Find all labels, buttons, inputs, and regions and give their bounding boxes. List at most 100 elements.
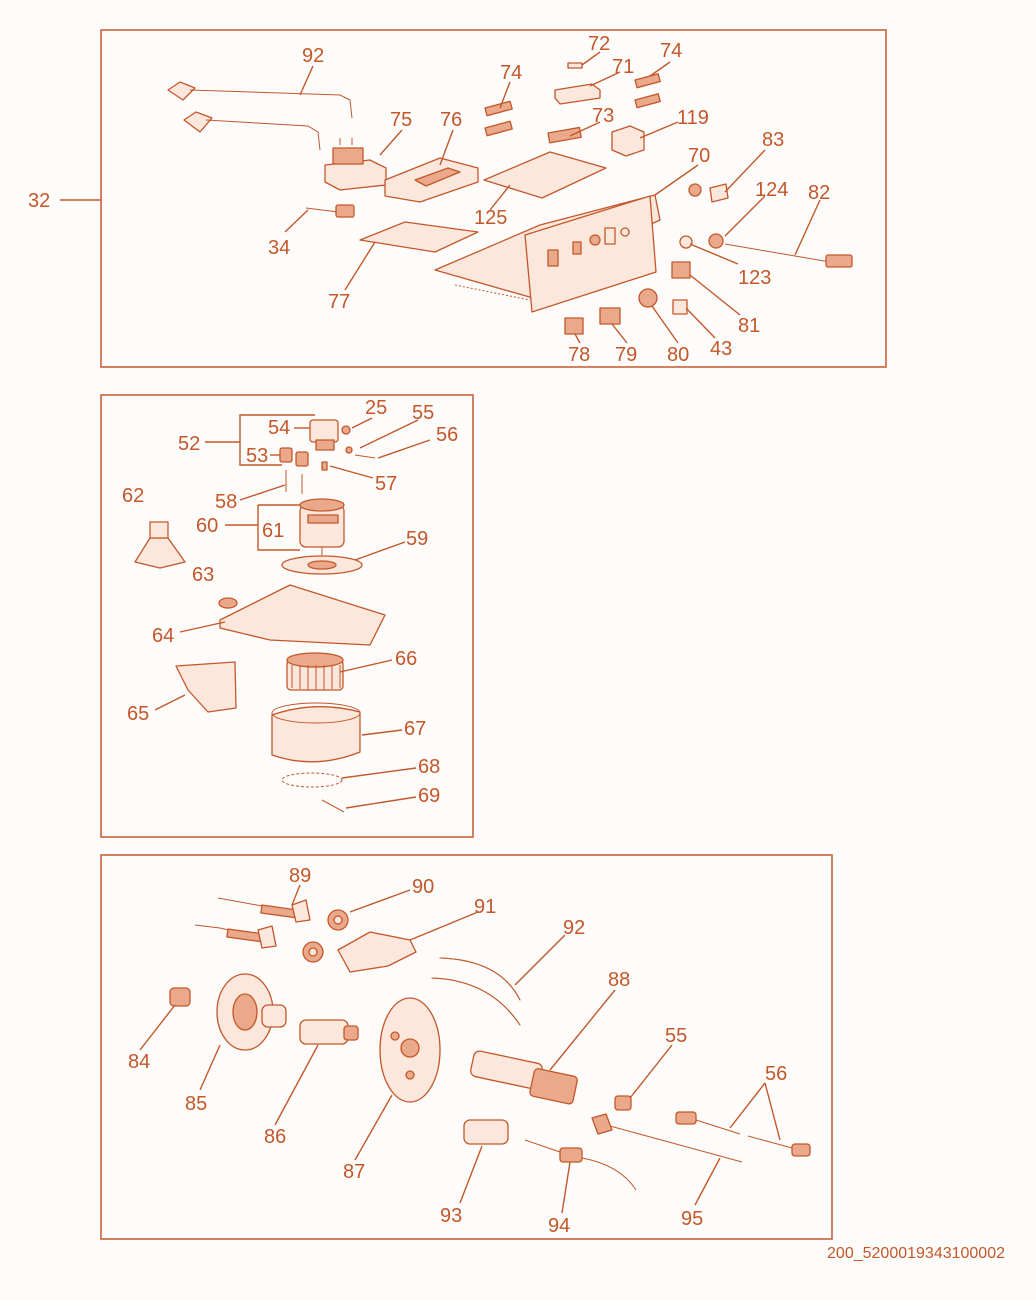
label-92: 92: [302, 45, 324, 67]
label-52: 52: [178, 433, 200, 455]
label-125: 125: [474, 207, 507, 229]
label-55-bottom: 55: [665, 1025, 687, 1047]
label-69: 69: [418, 785, 440, 807]
label-55-mid: 55: [412, 402, 434, 424]
part-deflector-disc: [379, 997, 441, 1103]
label-124: 124: [755, 179, 788, 201]
part-blast-tube: [470, 1050, 578, 1105]
label-88: 88: [608, 969, 630, 991]
label-53: 53: [246, 445, 268, 467]
part-flange: [281, 555, 363, 575]
label-74b: 74: [660, 40, 682, 62]
label-73: 73: [592, 105, 614, 127]
part-control-unit: [384, 157, 479, 203]
part-sensor: [305, 204, 355, 218]
part-air-intake: [134, 521, 186, 569]
part-fan-wheel: [286, 652, 344, 691]
label-68: 68: [418, 756, 440, 778]
label-60: 60: [196, 515, 218, 537]
label-78: 78: [568, 344, 590, 366]
panel-frame-top: [100, 29, 887, 368]
part-mounting-plate: [359, 221, 479, 253]
label-87: 87: [343, 1161, 365, 1183]
leaders-middle: [154, 414, 431, 809]
panel-burner-head: 89 90 91 92 88 84 85 86 87 55 56 93 94 9…: [100, 854, 833, 1240]
part-coupling: [299, 1019, 359, 1045]
part-motor: [299, 498, 345, 562]
label-91: 91: [474, 896, 496, 918]
part-circuit-board: [483, 151, 607, 199]
part-grommets: [302, 909, 349, 963]
label-65: 65: [127, 703, 149, 725]
part-fan-housing: [271, 702, 361, 763]
label-64: 64: [152, 625, 174, 647]
panel-frame-bottom: [100, 854, 833, 1240]
label-25: 25: [365, 397, 387, 419]
label-76: 76: [440, 109, 462, 131]
label-79: 79: [615, 344, 637, 366]
label-95: 95: [681, 1208, 703, 1230]
part-ignition-cables-bottom: [431, 957, 521, 1026]
part-relay: [611, 125, 645, 157]
part-terminal-blocks: [484, 62, 661, 144]
label-59: 59: [406, 528, 428, 550]
label-56-bottom: 56: [765, 1063, 787, 1085]
part-nozzle: [169, 987, 191, 1007]
label-81: 81: [738, 315, 760, 337]
part-grommet: [218, 597, 238, 609]
label-66: 66: [395, 648, 417, 670]
label-80: 80: [667, 344, 689, 366]
label-94: 94: [548, 1215, 570, 1237]
part-pin: [321, 799, 345, 813]
label-54: 54: [268, 417, 290, 439]
label-89: 89: [289, 865, 311, 887]
label-67: 67: [404, 718, 426, 740]
label-119: 119: [677, 107, 709, 129]
leaders-top: [284, 51, 821, 344]
part-spring: [281, 772, 343, 788]
label-63: 63: [192, 564, 214, 586]
part-bracket: [337, 931, 417, 973]
label-90: 90: [412, 876, 434, 898]
label-85: 85: [185, 1093, 207, 1115]
panel-fan-assembly: 25 55 56 54 52 53 57 58 62 60 61 59 63 6…: [100, 394, 474, 838]
labels-top: 92 75 76 74 72 71 74 73 119 70 83 124 82…: [268, 33, 830, 366]
label-93: 93: [440, 1205, 462, 1227]
panel-control-box: 32: [28, 29, 887, 368]
label-84: 84: [128, 1051, 150, 1073]
label-123: 123: [738, 267, 771, 289]
part-solenoid-valve: [279, 419, 376, 494]
leaders-bottom: [139, 884, 781, 1214]
label-83: 83: [762, 129, 784, 151]
label-58: 58: [215, 491, 237, 513]
part-transformer: [324, 138, 387, 191]
label-92-bottom: 92: [563, 917, 585, 939]
label-43: 43: [710, 338, 732, 360]
labels-middle: 25 55 56 54 52 53 57 58 62 60 61 59 63 6…: [122, 397, 458, 807]
labels-bottom: 89 90 91 92 88 84 85 86 87 55 56 93 94 9…: [128, 865, 787, 1237]
label-32: 32: [28, 190, 50, 212]
panel-frame-middle: [100, 394, 474, 838]
part-right-components: [564, 183, 853, 335]
part-base-plate: [219, 584, 386, 646]
label-34: 34: [268, 237, 290, 259]
label-77: 77: [328, 291, 350, 313]
label-82: 82: [808, 182, 830, 204]
label-72: 72: [588, 33, 610, 55]
label-71: 71: [612, 56, 634, 78]
part-air-duct: [175, 661, 237, 713]
label-57: 57: [375, 473, 397, 495]
label-70: 70: [688, 145, 710, 167]
part-control-panel: [434, 194, 661, 313]
part-nozzle-fittings: [463, 1095, 811, 1191]
part-electrodes: [194, 897, 311, 949]
label-62: 62: [122, 485, 144, 507]
label-86: 86: [264, 1126, 286, 1148]
label-74a: 74: [500, 62, 522, 84]
label-56-mid: 56: [436, 424, 458, 446]
footer-code: 200_5200019343100002: [827, 1245, 1005, 1262]
part-ignition-cables: [167, 81, 353, 151]
label-75: 75: [390, 109, 412, 131]
